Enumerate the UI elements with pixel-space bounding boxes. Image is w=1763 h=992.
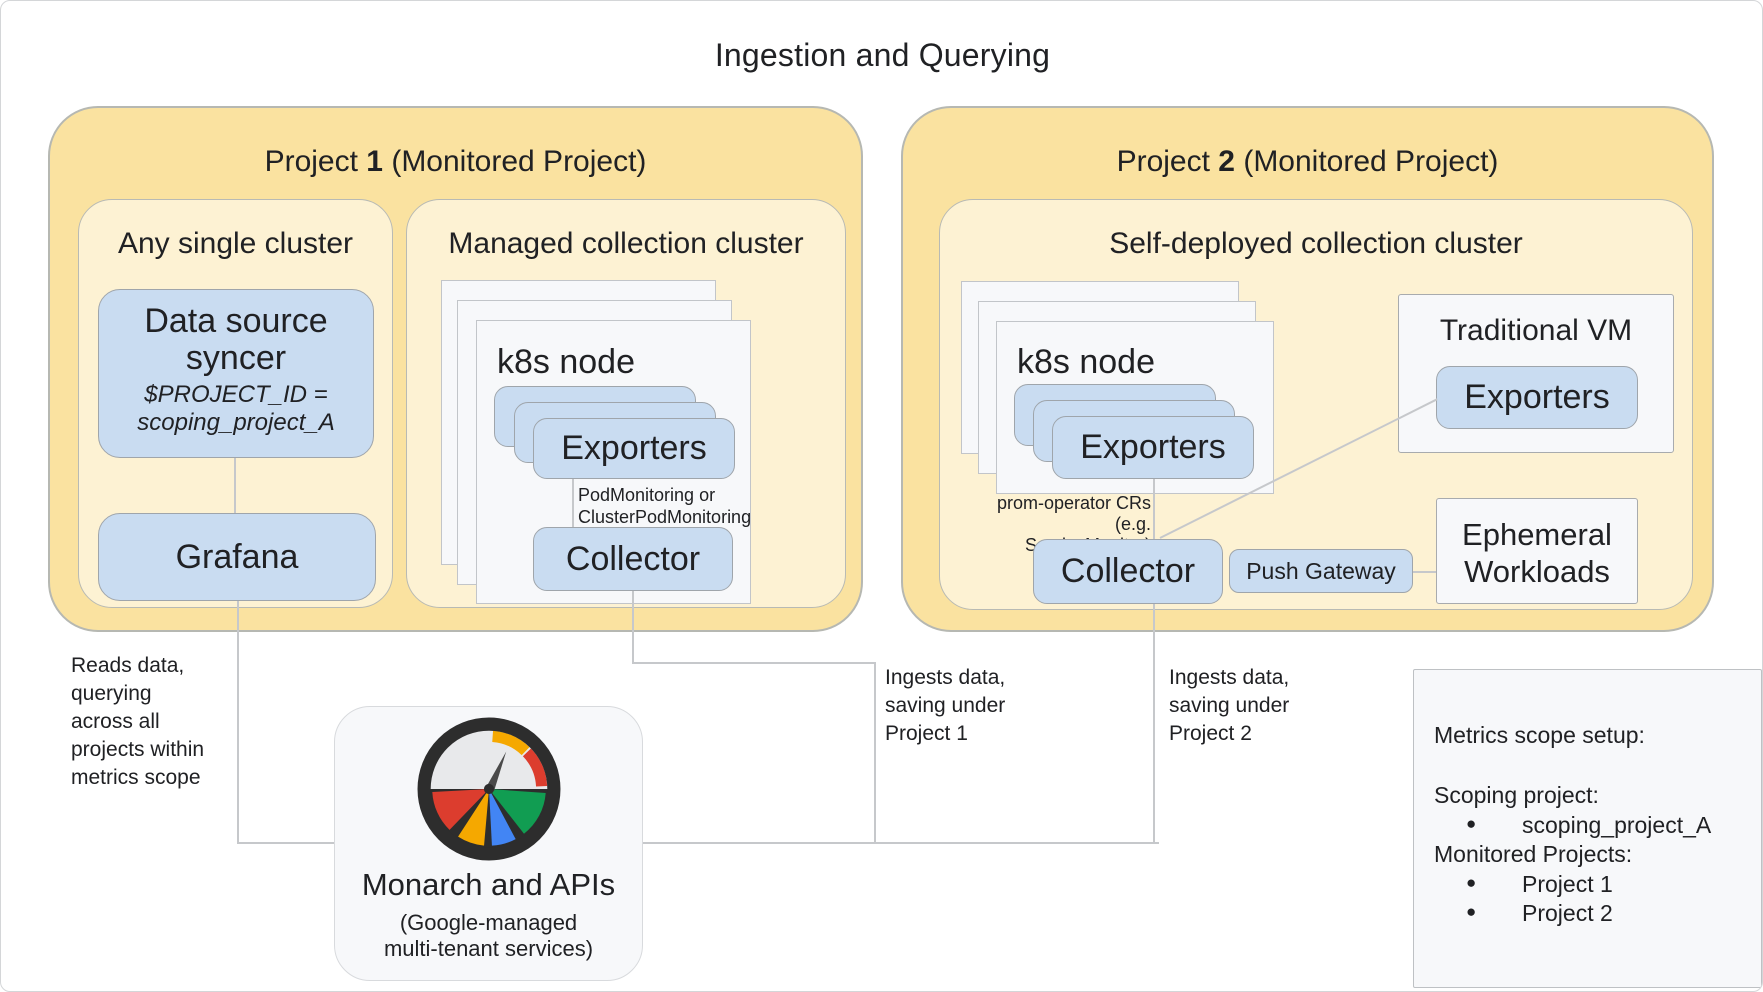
exporters-label: Exporters bbox=[561, 429, 707, 467]
grafana-label: Grafana bbox=[175, 537, 299, 576]
project1-heading: Project 1 (Monitored Project) bbox=[264, 145, 647, 178]
metrics-scope-title: Metrics scope setup: bbox=[1434, 722, 1645, 748]
connector-pushgateway-ephemeral bbox=[1413, 571, 1436, 573]
push-gateway-label: Push Gateway bbox=[1246, 557, 1396, 584]
collector-box-self-deployed: Collector bbox=[1033, 539, 1223, 604]
bullet-icon: ● bbox=[1466, 814, 1477, 833]
self-deployed-cluster-heading: Self-deployed collection cluster bbox=[1109, 227, 1523, 260]
data-source-syncer-detail: $PROJECT_ID = scoping_project_A bbox=[137, 381, 335, 436]
grafana-box: Grafana bbox=[98, 513, 376, 601]
exporters-box-vm: Exporters bbox=[1436, 366, 1638, 429]
collector-label: Collector bbox=[1060, 552, 1196, 590]
connector-monarch-bus bbox=[643, 842, 1159, 844]
traditional-vm-heading: Traditional VM bbox=[1439, 314, 1633, 347]
monarch-subtitle: (Google-managed multi-tenant services) bbox=[383, 910, 594, 961]
connector-grafana-down bbox=[237, 601, 239, 844]
page-title: Ingestion and Querying bbox=[714, 37, 1051, 73]
connector-collector1-across bbox=[632, 662, 876, 664]
bullet-icon: ● bbox=[1466, 902, 1477, 921]
any-single-cluster-heading: Any single cluster bbox=[117, 227, 354, 260]
managed-cluster-heading: Managed collection cluster bbox=[448, 227, 804, 260]
connector-exporters-collector-self bbox=[1153, 479, 1155, 539]
exporters-box: Exporters bbox=[1052, 416, 1254, 479]
push-gateway-box: Push Gateway bbox=[1229, 549, 1413, 593]
exporters-box: Exporters bbox=[533, 418, 735, 479]
connector-grafana-monarch bbox=[237, 842, 335, 844]
monitoring-gauge-icon bbox=[417, 717, 561, 861]
monarch-title: Monarch and APIs bbox=[361, 867, 616, 902]
ingests-project1-annotation: Ingests data, saving under Project 1 bbox=[885, 666, 1006, 745]
metrics-scope-box: Metrics scope setup: Scoping project: ● … bbox=[1413, 669, 1762, 988]
collector-label: Collector bbox=[565, 539, 701, 578]
data-source-syncer-label: Data source syncer bbox=[144, 302, 328, 377]
monitored-projects-label: Monitored Projects: bbox=[1434, 841, 1633, 867]
reads-data-annotation: Reads data, querying across all projects… bbox=[71, 654, 205, 789]
exporters-label: Exporters bbox=[1464, 378, 1610, 416]
ephemeral-workloads-box: Ephemeral Workloads bbox=[1436, 498, 1638, 604]
exporters-label: Exporters bbox=[1080, 428, 1226, 466]
connector-collector1-down bbox=[632, 591, 634, 663]
pod-monitoring-note: PodMonitoring or ClusterPodMonitoring bbox=[578, 485, 752, 527]
monarch-box: Monarch and APIs (Google-managed multi-t… bbox=[334, 706, 643, 981]
connector-exporters-collector-managed bbox=[572, 479, 574, 527]
data-source-syncer-box: Data source syncer $PROJECT_ID = scoping… bbox=[98, 289, 374, 458]
connector-collector2-down bbox=[1153, 604, 1155, 844]
ingests-project2-annotation: Ingests data, saving under Project 2 bbox=[1169, 666, 1290, 745]
project2-heading: Project 2 (Monitored Project) bbox=[1116, 145, 1499, 178]
connector-syncer-grafana bbox=[234, 458, 236, 513]
scoping-project-label: Scoping project: bbox=[1434, 782, 1599, 808]
connector-collector1-drop bbox=[874, 662, 876, 844]
bullet-icon: ● bbox=[1466, 873, 1477, 892]
collector-box-managed: Collector bbox=[533, 527, 733, 591]
k8s-node-label: k8s node bbox=[1017, 343, 1155, 381]
k8s-node-label: k8s node bbox=[497, 343, 635, 381]
